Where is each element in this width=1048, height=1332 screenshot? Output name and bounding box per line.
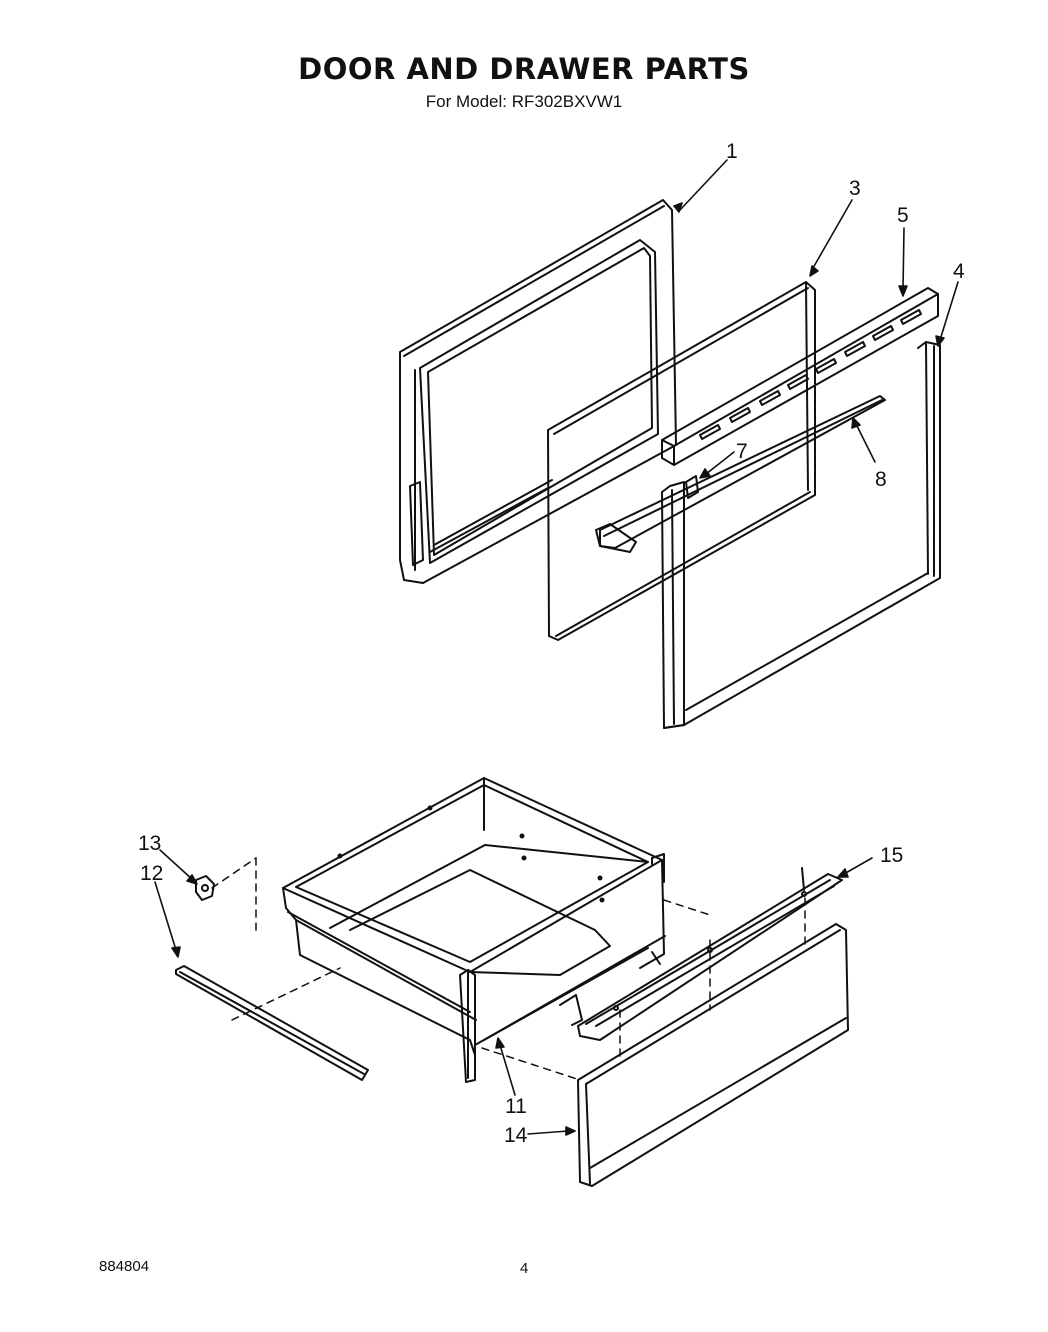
part-13-drawer-roller [195, 875, 215, 901]
part-11-drawer-body [282, 777, 666, 1083]
part-15-drawer-trim [577, 867, 843, 1041]
part-1-outer-door-frame [399, 199, 677, 584]
page-title: DOOR AND DRAWER PARTS [298, 52, 750, 86]
callout-1: 1 [726, 140, 738, 163]
callout-5: 5 [897, 204, 909, 227]
callout-14: 14 [504, 1124, 528, 1147]
callout-8: 8 [875, 468, 887, 491]
model-subtitle: For Model: RF302BXVW1 [425, 92, 623, 111]
part-7-clip [685, 475, 699, 499]
callout-7: 7 [736, 440, 748, 463]
callout-leader-lines [154, 159, 959, 1136]
callout-11: 11 [505, 1095, 527, 1118]
callout-4: 4 [953, 260, 965, 283]
part-8-door-handle [595, 395, 886, 553]
callout-15: 15 [880, 844, 903, 867]
part-14-drawer-front-panel [577, 923, 849, 1187]
page-number: 4 [520, 1260, 529, 1277]
assembly-dashed-lines [211, 857, 806, 1081]
callout-3: 3 [849, 177, 861, 200]
part-12-drawer-rail [175, 965, 369, 1081]
callout-12: 12 [140, 862, 163, 885]
callout-13: 13 [138, 832, 161, 855]
part-4-door-gasket-frame [661, 341, 941, 729]
part-5-door-top-trim [661, 287, 939, 466]
document-code: 884804 [99, 1258, 150, 1275]
